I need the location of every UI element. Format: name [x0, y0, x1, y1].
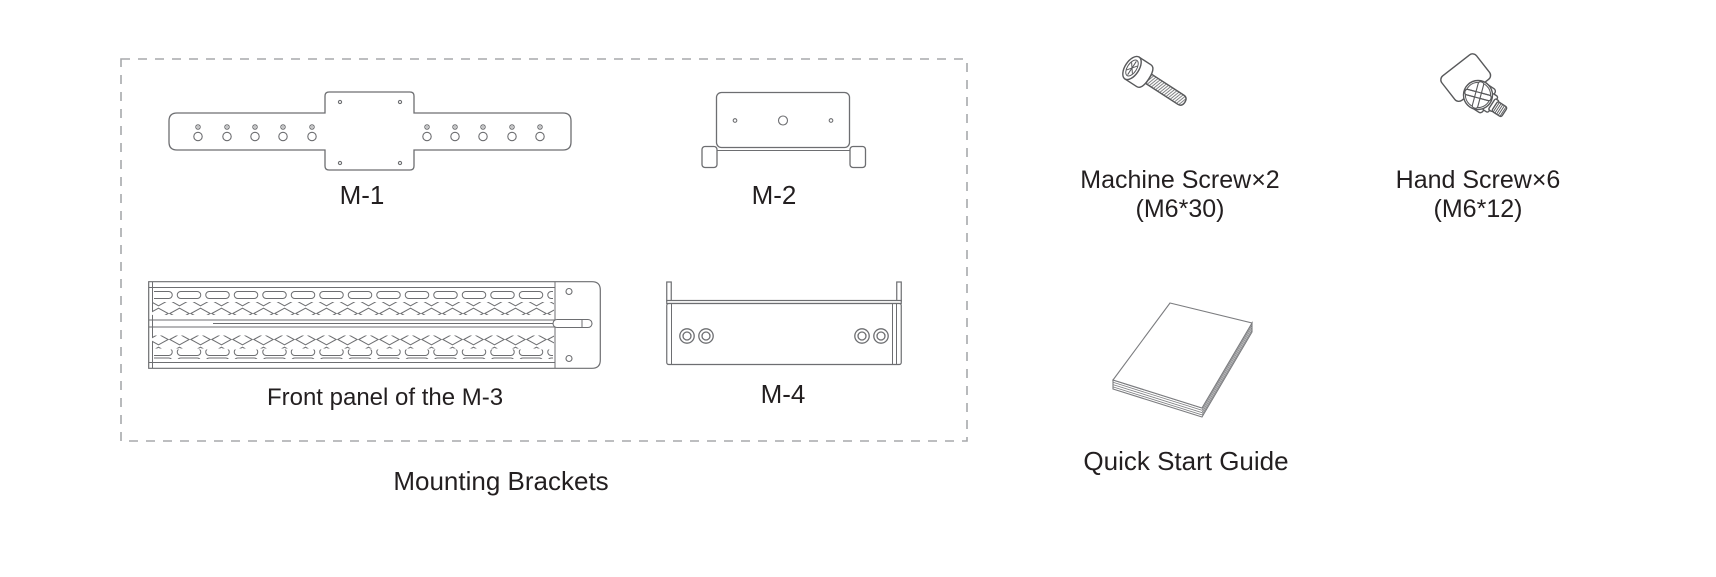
hand-screw-label: Hand Screw×6 (M6*12) — [1396, 166, 1561, 224]
quick-start-guide-illustration — [1112, 302, 1253, 418]
mounting-brackets-box — [120, 58, 968, 442]
m3-label: Front panel of the M-3 — [266, 384, 504, 411]
m3-front-panel-drawing — [148, 281, 601, 369]
machine-screw-name: Machine Screw×2 — [1080, 166, 1280, 194]
machine-screw-illustration — [1122, 55, 1187, 106]
m1-bracket-drawing — [168, 91, 572, 171]
m1-label: M-1 — [339, 180, 385, 210]
m4-bracket-drawing — [666, 281, 902, 366]
machine-screw-label: Machine Screw×2 (M6*30) — [1080, 166, 1279, 224]
m4-label: M-4 — [760, 379, 806, 409]
m2-label: M-2 — [751, 180, 797, 210]
hand-screw-name: Hand Screw×6 — [1395, 166, 1561, 194]
machine-screw-spec: (M6*30) — [1135, 195, 1225, 223]
quick-start-guide-label: Quick Start Guide — [1083, 446, 1289, 476]
hand-screw-illustration — [1440, 53, 1508, 118]
mounting-brackets-label: Mounting Brackets — [393, 466, 609, 496]
hand-screw-spec: (M6*12) — [1433, 195, 1523, 223]
m2-bracket-drawing — [701, 91, 867, 169]
